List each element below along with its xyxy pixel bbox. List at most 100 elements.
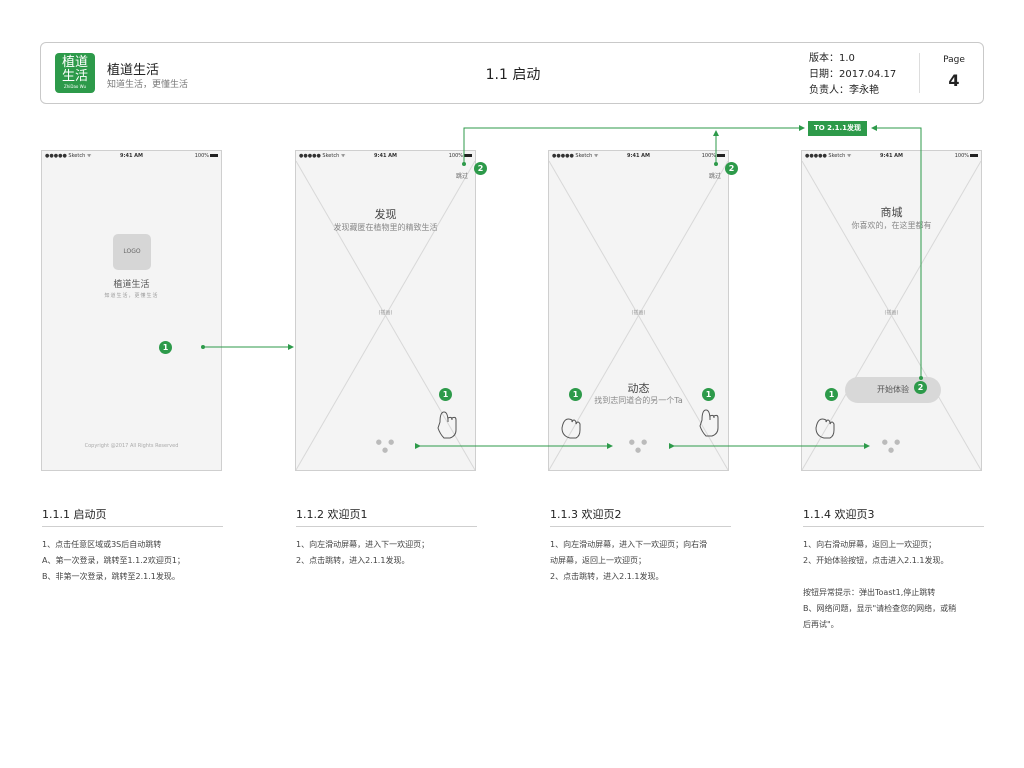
section-line: 动屏幕，返回上一欢迎页；: [550, 556, 646, 565]
section-divider: [803, 526, 984, 527]
badge-2-welcome3: 2: [914, 381, 927, 394]
status-time: 9:41 AM: [373, 153, 398, 159]
skip-button[interactable]: 跳过: [709, 173, 722, 180]
section-line: B、网络问题，显示"请检查您的网络，或稍: [803, 604, 957, 613]
image-placeholder-cross: [802, 160, 981, 470]
status-time: 9:41 AM: [119, 153, 144, 159]
section-body-welcome1: 1、向左滑动屏幕，进入下一欢迎页； 2、点击跳转，进入2.1.1发现。: [296, 537, 481, 569]
hand-swipe-icon: [437, 411, 457, 439]
section-line: 1、点击任意区域或3S后自动跳转: [42, 540, 162, 549]
status-battery: 100%: [448, 153, 463, 159]
logo-placeholder: LOGO: [113, 234, 151, 270]
phone-welcome-1[interactable]: ●●●●● Sketch ᯤ 9:41 AM 100% 跳过 发现 发现藏匿在植…: [295, 150, 476, 471]
phone-welcome-2[interactable]: ●●●●● Sketch ᯤ 9:41 AM 100% 跳过 (插画) 动态 找…: [548, 150, 729, 471]
status-carrier: ●●●●● Sketch ᯤ: [552, 153, 599, 159]
illustration-placeholder: (插画): [884, 310, 899, 316]
badge-1-welcome1: 1: [439, 388, 452, 401]
app-slogan: 知道生活，更懂生活: [107, 80, 189, 90]
welcome3-subtitle: 你喜欢的，在这里都有: [851, 221, 932, 230]
section-divider: [296, 526, 477, 527]
splash-slogan: 知道生活，更懂生活: [104, 293, 159, 299]
header-bar: 植道 生活 ZhiDao Wu 植道生活 知道生活，更懂生活 1.1 启动 版本…: [40, 42, 984, 104]
badge-1-welcome2-right: 1: [702, 388, 715, 401]
status-bar: ●●●●● Sketch ᯤ 9:41 AM 100%: [549, 151, 728, 161]
illustration-placeholder: (插画): [378, 310, 393, 316]
illustration-placeholder: (插画): [631, 310, 646, 316]
splash-app-name: 植道生活: [113, 280, 150, 290]
section-line: A、第一次登录，跳转至1.1.2欢迎页1；: [42, 556, 185, 565]
section-line: 2、开始体验按钮，点击进入2.1.1发现。: [803, 556, 949, 565]
welcome2-title: 动态: [627, 382, 650, 395]
status-time: 9:41 AM: [626, 153, 651, 159]
welcome1-subtitle: 发现藏匿在植物里的精致生活: [333, 223, 438, 232]
battery-icon: [210, 154, 218, 157]
page-dots: ● ● ●: [375, 438, 397, 454]
logo-text-bottom: 生活: [61, 69, 88, 84]
phone-splash[interactable]: ●●●●● Sketch ᯤ 9:41 AM 100% LOGO 植道生活 知道…: [41, 150, 222, 471]
badge-1-splash: 1: [159, 341, 172, 354]
section-line: 1、向左滑动屏幕，进入下一欢迎页；: [296, 540, 430, 549]
phone-welcome-3[interactable]: ●●●●● Sketch ᯤ 9:41 AM 100% 商城 你喜欢的，在这里都…: [801, 150, 982, 471]
status-bar: ●●●●● Sketch ᯤ 9:41 AM 100%: [296, 151, 475, 161]
status-bar: ●●●●● Sketch ᯤ 9:41 AM 100%: [802, 151, 981, 161]
welcome2-subtitle: 找到志同道合的另一个Ta: [594, 396, 683, 405]
section-title-splash: 1.1.1 启动页: [42, 508, 107, 521]
badge-2-welcome1: 2: [474, 162, 487, 175]
skip-button[interactable]: 跳过: [456, 173, 469, 180]
app-logo: 植道 生活 ZhiDao Wu: [55, 53, 95, 93]
section-title-welcome3: 1.1.4 欢迎页3: [803, 508, 875, 521]
logo-text-top: 植道: [61, 55, 88, 70]
badge-1-welcome3: 1: [825, 388, 838, 401]
image-placeholder-cross: [296, 160, 475, 470]
section-divider: [550, 526, 731, 527]
status-carrier: ●●●●● Sketch ᯤ: [805, 153, 852, 159]
arrow-start-to-discover: [871, 125, 922, 378]
hand-swipe-icon: [699, 409, 719, 437]
status-bar: ●●●●● Sketch ᯤ 9:41 AM 100%: [42, 151, 221, 161]
badge-2-welcome2: 2: [725, 162, 738, 175]
section-body-welcome2: 1、向左滑动屏幕，进入下一欢迎页；向右滑 动屏幕，返回上一欢迎页； 2、点击跳转…: [550, 537, 735, 585]
welcome3-title: 商城: [880, 206, 903, 219]
section-divider: [42, 526, 223, 527]
copyright-text: Copyright @2017 All Rights Reserved: [84, 443, 179, 449]
logo-text-sub: ZhiDao Wu: [64, 84, 86, 89]
status-battery: 100%: [701, 153, 716, 159]
date-text: 日期：2017.04.17: [809, 69, 897, 80]
section-line: 2、点击跳转，进入2.1.1发现。: [550, 572, 664, 581]
section-title-welcome1: 1.1.2 欢迎页1: [296, 508, 368, 521]
page-number: 4: [948, 71, 960, 90]
section-body-welcome3: 1、向右滑动屏幕，返回上一欢迎页； 2、开始体验按钮，点击进入2.1.1发现。 …: [803, 537, 988, 633]
owner-text: 负责人：李永艳: [809, 85, 879, 96]
page-dots: ● ● ●: [881, 438, 903, 454]
hand-swipe-icon: [815, 418, 835, 439]
section-line: 后再试"。: [803, 620, 839, 629]
page-dots: ● ● ●: [628, 438, 650, 454]
header-divider: [919, 53, 920, 93]
section-line: 1、向右滑动屏幕，返回上一欢迎页；: [803, 540, 937, 549]
section-line: B、非第一次登录，跳转至2.1.1发现。: [42, 572, 180, 581]
section-title-welcome2: 1.1.3 欢迎页2: [550, 508, 622, 521]
status-time: 9:41 AM: [879, 153, 904, 159]
battery-icon: [970, 154, 978, 157]
doc-meta: 版本：1.0 日期：2017.04.17 负责人：李永艳: [809, 51, 896, 99]
section-line: 2、点击跳转，进入2.1.1发现。: [296, 556, 410, 565]
section-line: 1、向左滑动屏幕，进入下一欢迎页；向右滑: [550, 540, 708, 549]
battery-icon: [464, 154, 472, 157]
section-line: [803, 569, 988, 585]
version-text: 版本：1.0: [809, 53, 855, 64]
battery-icon: [717, 154, 725, 157]
status-carrier: ●●●●● Sketch ᯤ: [299, 153, 346, 159]
status-carrier: ●●●●● Sketch ᯤ: [45, 153, 92, 159]
arrow-skip1-to-discover: [463, 125, 805, 164]
section-body-splash: 1、点击任意区域或3S后自动跳转 A、第一次登录，跳转至1.1.2欢迎页1； B…: [42, 537, 227, 585]
status-battery: 100%: [954, 153, 969, 159]
page-title: 1.1 启动: [485, 67, 541, 83]
badge-1-welcome2-left: 1: [569, 388, 582, 401]
section-line: 按钮异常提示：弹出Toast1,停止跳转: [803, 588, 936, 597]
to-discover-tag: TO 2.1.1发现: [808, 121, 867, 136]
page-label: Page: [943, 55, 965, 65]
welcome1-title: 发现: [374, 208, 397, 221]
hand-swipe-icon: [561, 418, 581, 439]
app-name: 植道生活: [107, 63, 160, 78]
